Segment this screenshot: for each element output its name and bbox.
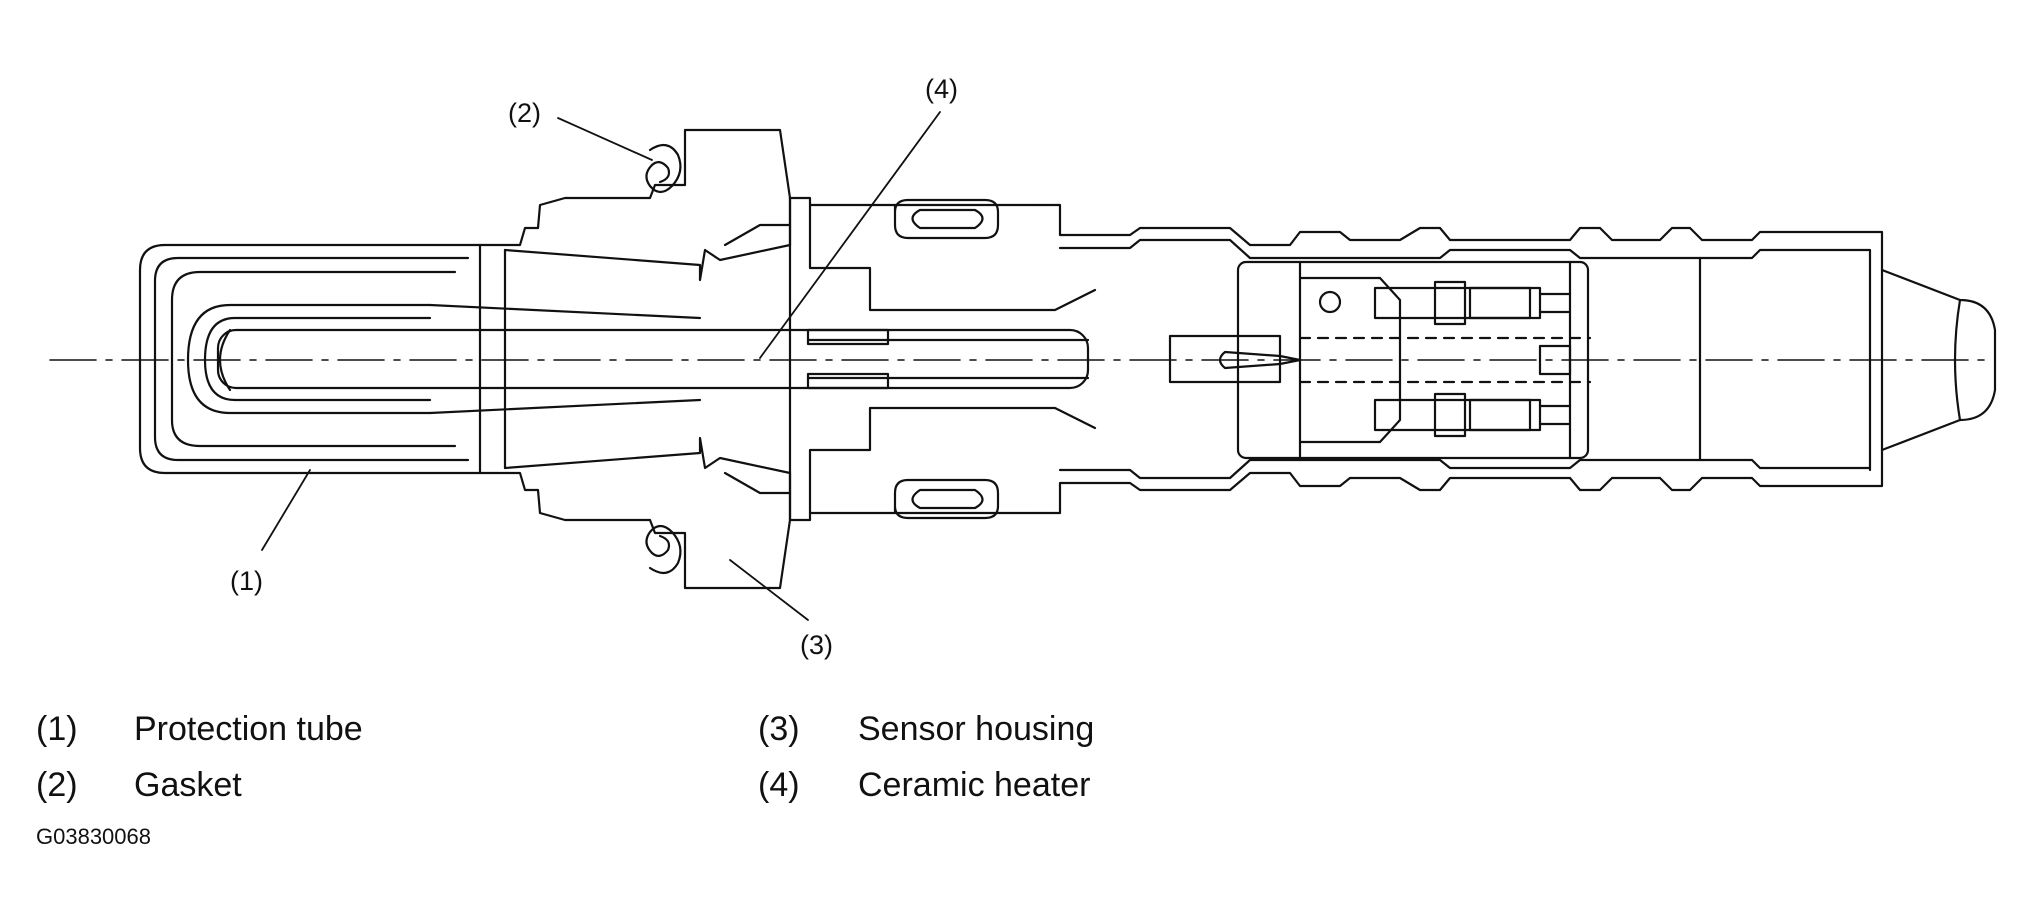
protection-tube-inner2: [170, 270, 457, 448]
gasket-top: [645, 143, 682, 194]
sensing-element: [186, 303, 432, 415]
outer-shell-top: [1038, 203, 1884, 382]
gasket-bottom: [645, 524, 682, 575]
leader-2: [557, 117, 653, 161]
legend: (1) Protection tube (2) Gasket (3) Senso…: [0, 700, 2033, 830]
legend-label: Protection tube: [134, 710, 363, 748]
ceramic-heater-body: [216, 328, 1090, 390]
protection-tube-outer: [138, 243, 482, 475]
leader-1: [261, 469, 311, 551]
sensor-housing-bottom: [478, 471, 792, 590]
legend-label: Gasket: [134, 766, 242, 804]
leader-4: [759, 111, 941, 359]
leader-3: [729, 559, 809, 621]
legend-number: (4): [758, 766, 800, 804]
legend-label: Sensor housing: [858, 710, 1095, 748]
crimp-ring-bottom: [893, 478, 1000, 520]
protection-tube-inner: [153, 256, 470, 462]
callout-2: (2): [508, 98, 541, 128]
cable: [1880, 268, 1997, 452]
callout-3: (3): [800, 630, 833, 660]
outer-shell-bottom: [1038, 378, 1884, 515]
callout-1: (1): [230, 566, 263, 596]
connector-housing: [1236, 260, 1590, 460]
legend-number: (3): [758, 710, 800, 748]
legend-number: (2): [36, 766, 78, 804]
callout-4: (4): [925, 74, 958, 104]
crimp-ring-top: [893, 198, 1000, 240]
legend-label: Ceramic heater: [858, 766, 1091, 804]
legend-number: (1): [36, 710, 78, 748]
figure-id: G03830068: [36, 824, 151, 849]
sensor-housing-top: [478, 128, 792, 247]
